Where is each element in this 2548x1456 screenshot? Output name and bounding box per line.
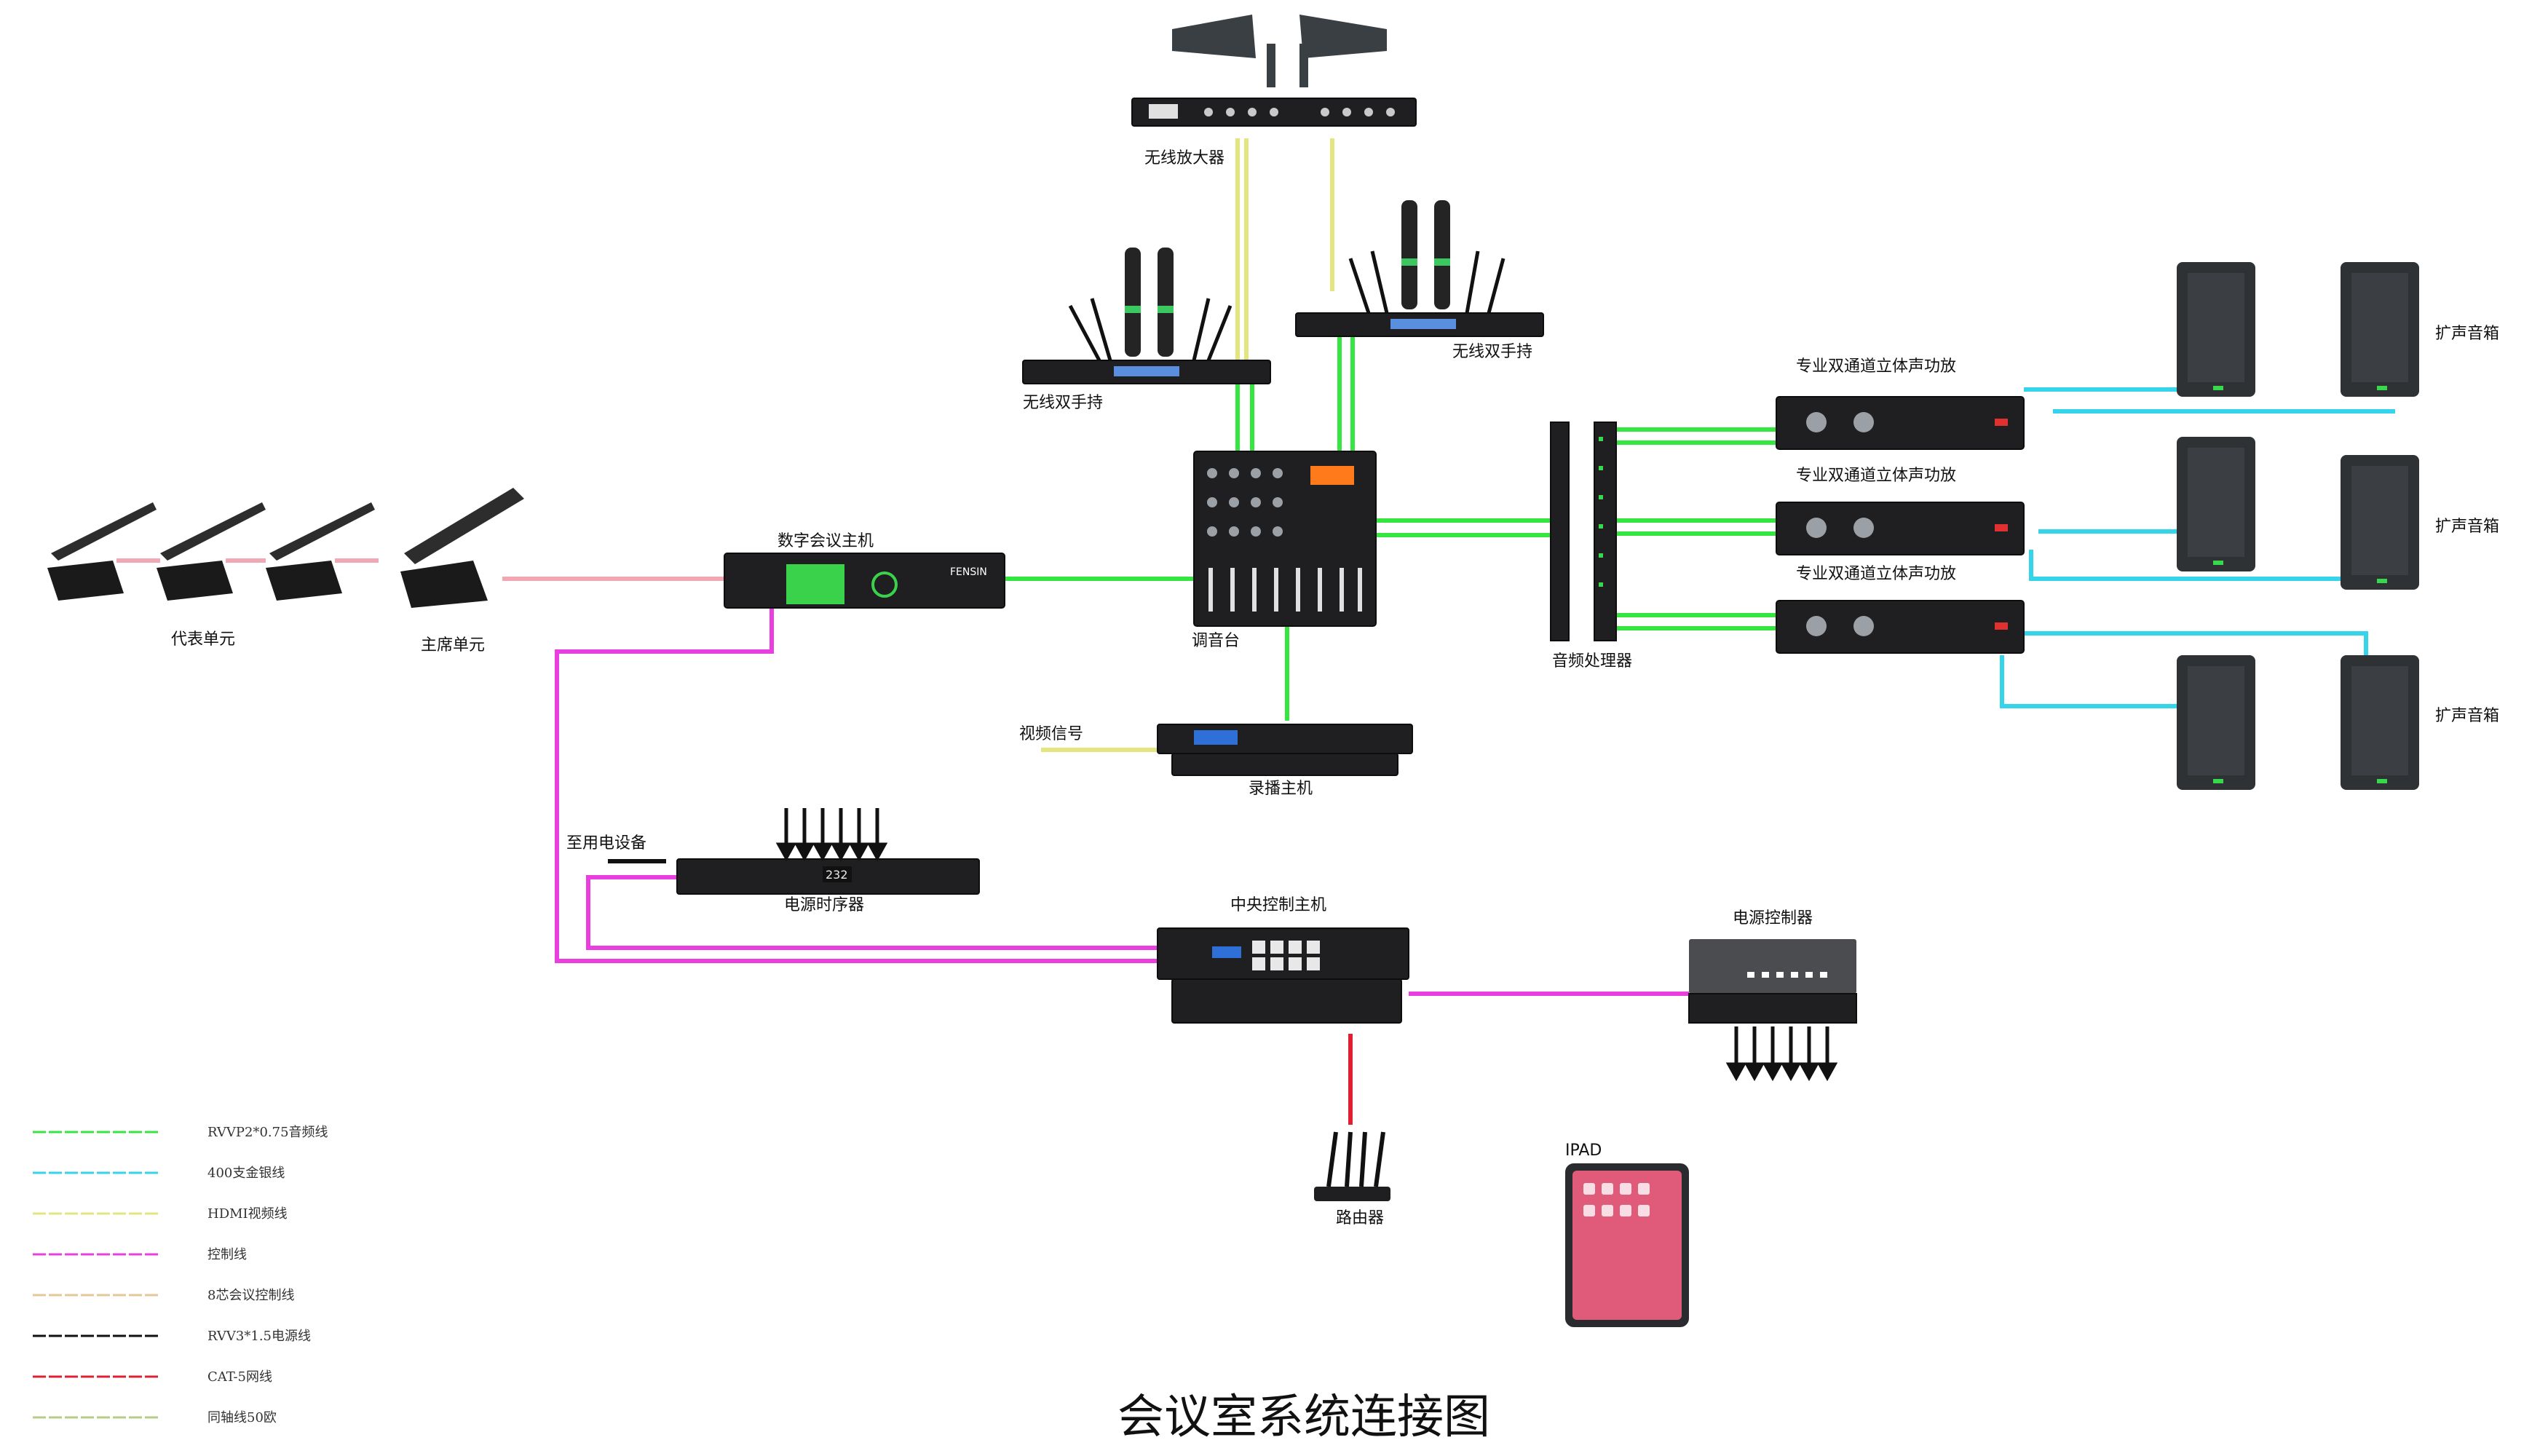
wireless-handheld-right: 无线双手持 bbox=[1295, 200, 1544, 361]
gooseneck-mic-icon bbox=[157, 502, 266, 601]
legend-label: 控制线 bbox=[207, 1247, 247, 1262]
sequencer-display: 232 bbox=[826, 868, 848, 882]
wire-ctrl-seq-central bbox=[586, 875, 1158, 950]
legend-label: 8芯会议控制线 bbox=[207, 1288, 294, 1303]
speaker-1-label: 扩声音箱 bbox=[2435, 325, 2499, 343]
microphone-icon bbox=[1125, 248, 1174, 357]
legend-label: RVVP2*0.75音频线 bbox=[207, 1125, 328, 1140]
arrow-down-icon bbox=[775, 808, 888, 862]
wire-spk-amp3-b bbox=[2000, 655, 2177, 708]
power-controller: 电源控制器 bbox=[1688, 909, 1857, 1082]
legend-label: 同轴线50欧 bbox=[207, 1410, 277, 1425]
wire-spk-amp2-b bbox=[2029, 550, 2359, 581]
speaker-2-label: 扩声音箱 bbox=[2435, 518, 2499, 536]
conference-host: FENSIN 数字会议主机 bbox=[724, 532, 1005, 609]
antenna-icon bbox=[1172, 15, 1256, 58]
recorder-label: 录播主机 bbox=[1249, 780, 1313, 798]
wireless-handheld-left-label: 无线双手持 bbox=[1023, 394, 1103, 412]
gooseneck-mic-icon bbox=[47, 502, 157, 601]
to-power-devices-label: 至用电设备 bbox=[566, 834, 646, 852]
central-control-label: 中央控制主机 bbox=[1230, 896, 1326, 914]
speaker-icon bbox=[2341, 262, 2419, 397]
speaker-icon bbox=[2177, 437, 2255, 571]
legend-label: HDMI视频线 bbox=[207, 1206, 288, 1222]
tablet-icon: IPAD bbox=[1565, 1142, 1689, 1327]
speakers: 扩声音箱 扩声音箱 扩声音箱 bbox=[2177, 262, 2499, 790]
arrow-down-icon bbox=[1725, 1026, 1838, 1082]
microphone-icon bbox=[1401, 200, 1450, 309]
video-signal-label: 视频信号 bbox=[1019, 725, 1083, 743]
amplifier-2: 专业双通道立体声功放 bbox=[1776, 467, 2025, 555]
chair-unit: 主席单元 bbox=[400, 488, 524, 654]
amplifier-1: 专业双通道立体声功放 bbox=[1776, 357, 2025, 450]
mixer-label: 调音台 bbox=[1192, 632, 1240, 650]
wireless-amp-label: 无线放大器 bbox=[1144, 149, 1224, 167]
legend-label: CAT-5网线 bbox=[207, 1369, 272, 1385]
delegate-units: 代表单元 bbox=[47, 502, 375, 649]
amp-3-label: 专业双通道立体声功放 bbox=[1796, 565, 1956, 583]
power-controller-label: 电源控制器 bbox=[1733, 909, 1813, 927]
power-sequencer-label: 电源时序器 bbox=[784, 896, 864, 914]
amp-1-label: 专业双通道立体声功放 bbox=[1796, 357, 1956, 376]
legend-label: RVV3*1.5电源线 bbox=[207, 1329, 311, 1344]
host-brand: FENSIN bbox=[950, 566, 987, 578]
recorder: 视频信号 录播主机 bbox=[1019, 724, 1413, 798]
legend-label: 400支金银线 bbox=[207, 1166, 285, 1181]
speaker-icon bbox=[2177, 655, 2255, 790]
router-label: 路由器 bbox=[1336, 1209, 1384, 1227]
antenna-icon bbox=[1299, 15, 1387, 58]
wire-ctrl-host-central bbox=[555, 608, 1158, 963]
audio-processor-label: 音频处理器 bbox=[1552, 652, 1632, 670]
amp-2-label: 专业双通道立体声功放 bbox=[1796, 467, 1956, 485]
amplifier-3: 专业双通道立体声功放 bbox=[1776, 565, 2025, 654]
chair-unit-label: 主席单元 bbox=[421, 636, 485, 654]
speaker-icon bbox=[2341, 655, 2419, 790]
ipad-label: IPAD bbox=[1565, 1142, 1602, 1160]
gooseneck-mic-icon bbox=[266, 502, 375, 601]
speaker-icon bbox=[2341, 455, 2419, 590]
conf-host-label: 数字会议主机 bbox=[778, 532, 874, 550]
gooseneck-mic-icon bbox=[400, 488, 524, 608]
mixer: 调音台 bbox=[1192, 451, 1377, 650]
wireless-amplifier: 无线放大器 bbox=[1131, 15, 1417, 167]
diagram-title: 会议室系统连接图 bbox=[1117, 1390, 1490, 1444]
wireless-handheld-left: 无线双手持 bbox=[1022, 248, 1271, 412]
router-icon: 路由器 bbox=[1314, 1131, 1390, 1227]
audio-processor: 音频处理器 bbox=[1550, 422, 1632, 670]
wireless-handheld-right-label: 无线双手持 bbox=[1452, 343, 1532, 361]
speaker-icon bbox=[2177, 262, 2255, 397]
speaker-3-label: 扩声音箱 bbox=[2435, 707, 2499, 725]
central-control-host: 中央控制主机 bbox=[1157, 896, 1409, 1024]
delegate-unit-label: 代表单元 bbox=[171, 630, 235, 649]
power-sequencer: 232 至用电设备 电源时序器 bbox=[566, 808, 980, 914]
